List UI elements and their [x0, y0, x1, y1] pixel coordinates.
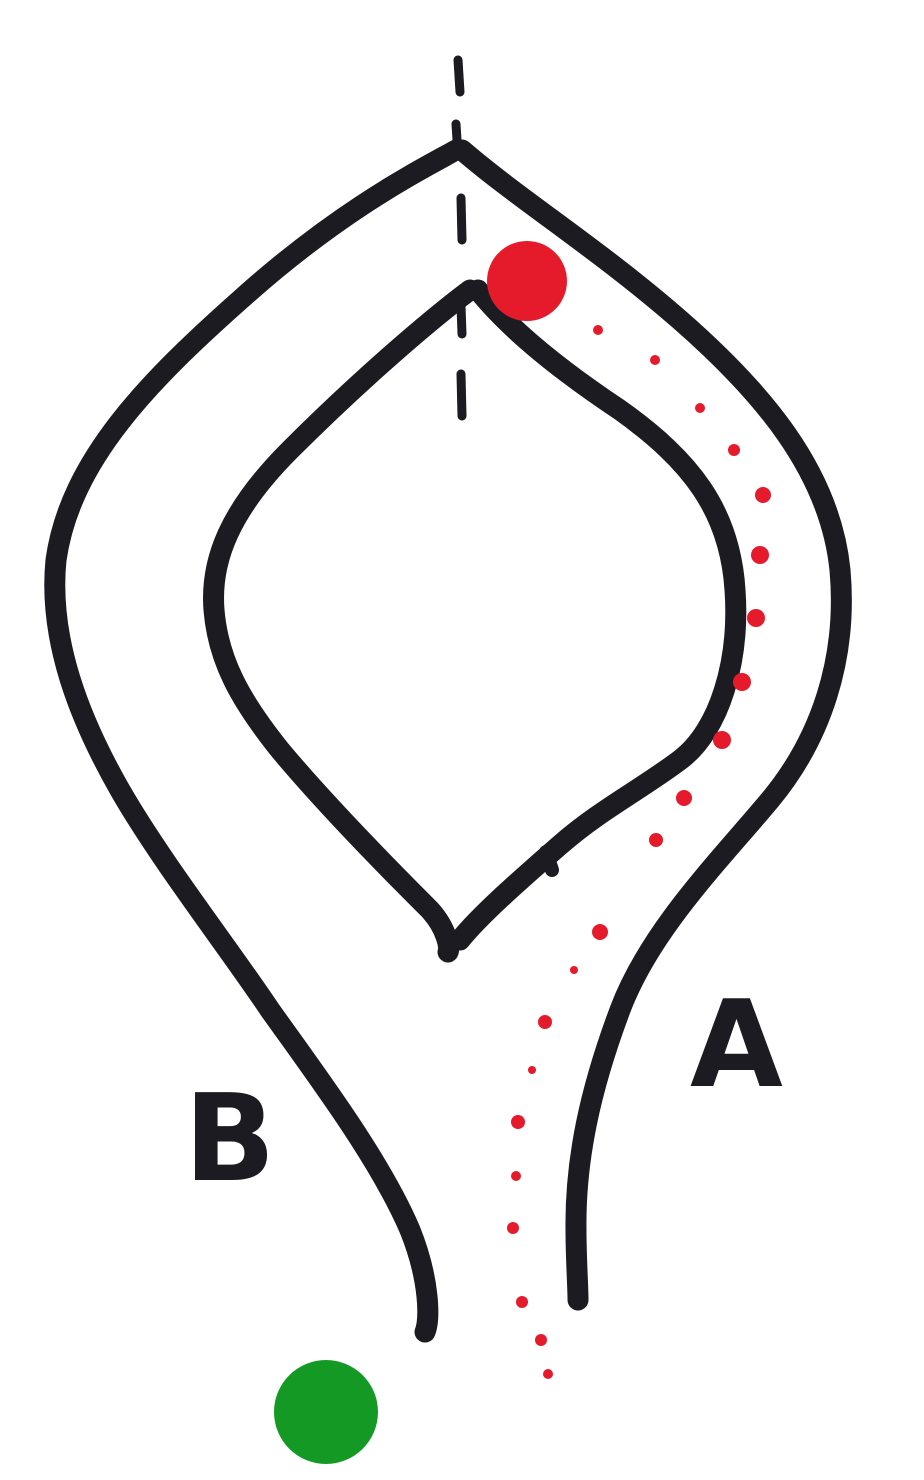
green-marker-dot — [274, 1360, 378, 1464]
outer-strand-a — [451, 139, 852, 1311]
red-dot — [507, 1222, 519, 1234]
axis-dash — [453, 55, 465, 97]
red-dot — [755, 487, 771, 503]
red-dot — [538, 1015, 552, 1029]
red-dot — [747, 609, 765, 627]
red-dot — [713, 731, 731, 749]
red-dot — [570, 966, 578, 974]
red-dotted-path — [507, 325, 771, 1379]
red-dot — [728, 444, 740, 456]
red-marker-dot — [487, 241, 567, 321]
inner-loop-kink — [539, 845, 559, 877]
axis-dash — [456, 301, 467, 339]
red-dot — [733, 673, 751, 691]
red-dot — [511, 1171, 521, 1181]
red-dot — [650, 355, 660, 365]
axis-dash — [456, 193, 467, 245]
red-dot — [528, 1066, 536, 1074]
outer-strand-b — [44, 139, 467, 1343]
red-dot — [535, 1334, 547, 1346]
label-a: A — [690, 976, 783, 1115]
red-dot — [516, 1296, 528, 1308]
red-dot — [649, 833, 663, 847]
dashed-axis — [451, 55, 467, 421]
inner-loop — [203, 279, 747, 963]
axis-dash — [451, 119, 462, 145]
red-dot — [695, 403, 705, 413]
red-dot — [511, 1115, 525, 1129]
red-dot — [593, 325, 603, 335]
label-b: B — [184, 1070, 275, 1209]
red-dot — [592, 924, 608, 940]
red-dot — [543, 1369, 553, 1379]
red-dot — [676, 790, 692, 806]
axis-dash — [456, 369, 467, 421]
red-dot — [751, 546, 769, 564]
